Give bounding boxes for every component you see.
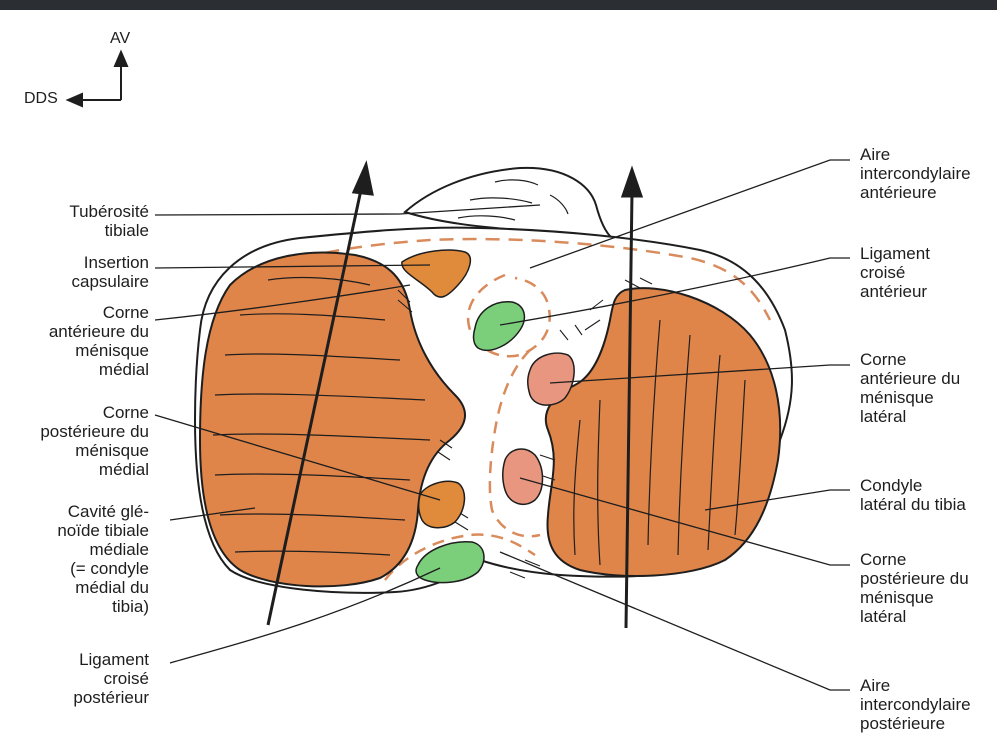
label-ligament-croise-posterieur: Ligament croisé postérieur <box>73 650 149 707</box>
label-corne-anterieure-menisque-lateral: Corne antérieure du ménisque latéral <box>860 350 960 426</box>
orientation-dds-label: DDS <box>24 90 58 108</box>
label-corne-posterieure-menisque-medial: Corne postérieure du ménisque médial <box>40 403 149 479</box>
label-ligament-croise-anterieur: Ligament croisé antérieur <box>860 244 930 301</box>
orientation-marker <box>68 52 127 106</box>
orientation-av-label: AV <box>110 30 130 48</box>
label-corne-anterieure-menisque-medial: Corne antérieure du ménisque médial <box>49 303 149 379</box>
label-aire-intercondylaire-anterieure: Aire intercondylaire antérieure <box>860 145 971 202</box>
label-corne-posterieure-menisque-lateral: Corne postérieure du ménisque latéral <box>860 550 969 626</box>
posterior-horn-lateral-meniscus <box>503 449 543 504</box>
label-condyle-lateral-tibia: Condyle latéral du tibia <box>860 476 966 514</box>
label-cavite-glenoide-tibiale-mediale: Cavité glé- noïde tibiale médiale (= con… <box>57 502 149 616</box>
label-aire-intercondylaire-posterieure: Aire intercondylaire postérieure <box>860 676 971 733</box>
label-tuberosite-tibiale: Tubérosité tibiale <box>69 202 149 240</box>
label-insertion-capsulaire: Insertion capsulaire <box>72 253 150 291</box>
